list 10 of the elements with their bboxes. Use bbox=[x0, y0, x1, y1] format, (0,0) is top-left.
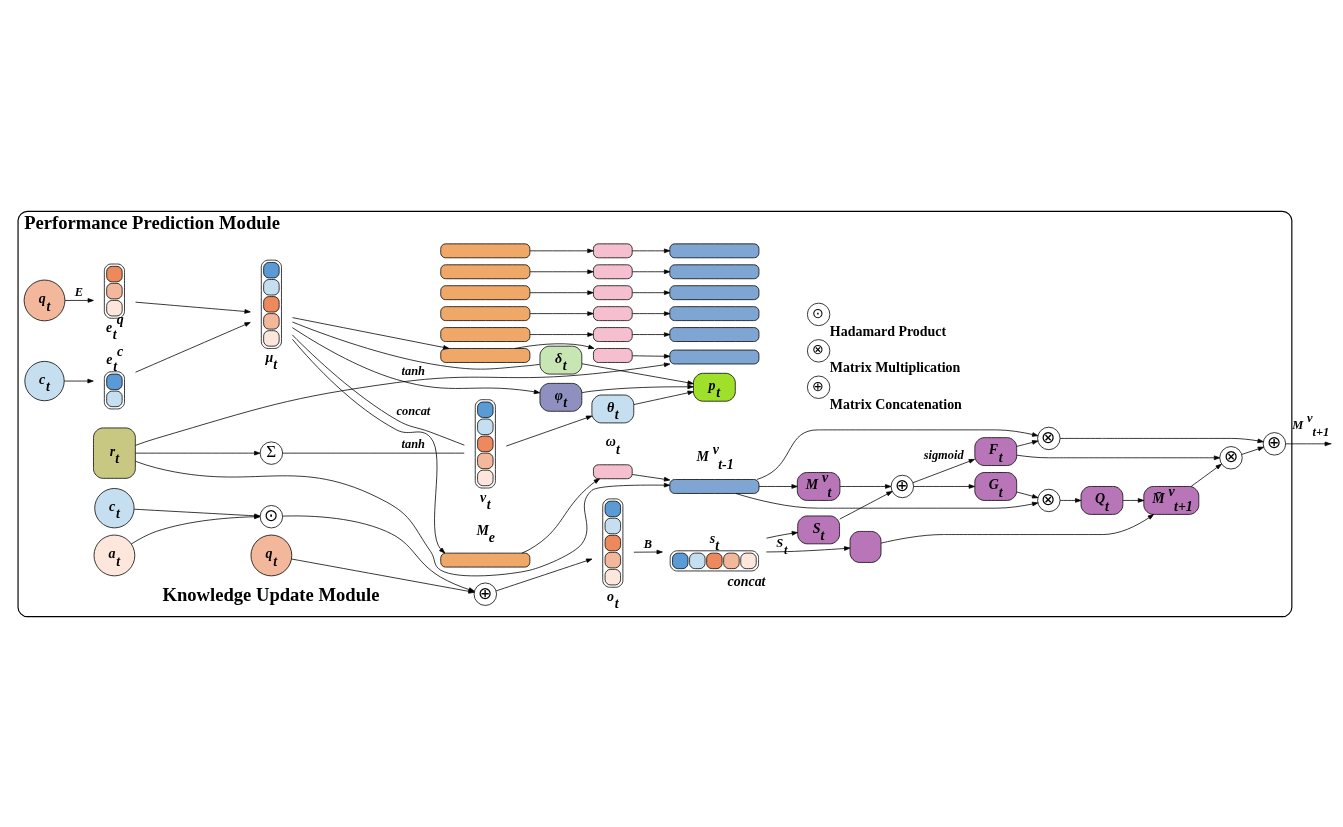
edge-label: tanh bbox=[401, 436, 426, 451]
edge-label: sigmoid bbox=[923, 447, 964, 462]
edge-label: concat bbox=[396, 403, 431, 418]
node-label: Matrix Multiplication bbox=[829, 359, 961, 375]
edge-label: tanh bbox=[401, 363, 426, 378]
edge-label: E bbox=[74, 284, 84, 299]
edge-label: B bbox=[643, 536, 653, 551]
node-label: Hadamard Product bbox=[829, 323, 947, 339]
node-label: Matrix Concatenation bbox=[829, 396, 962, 412]
node-label: concat bbox=[727, 573, 766, 589]
